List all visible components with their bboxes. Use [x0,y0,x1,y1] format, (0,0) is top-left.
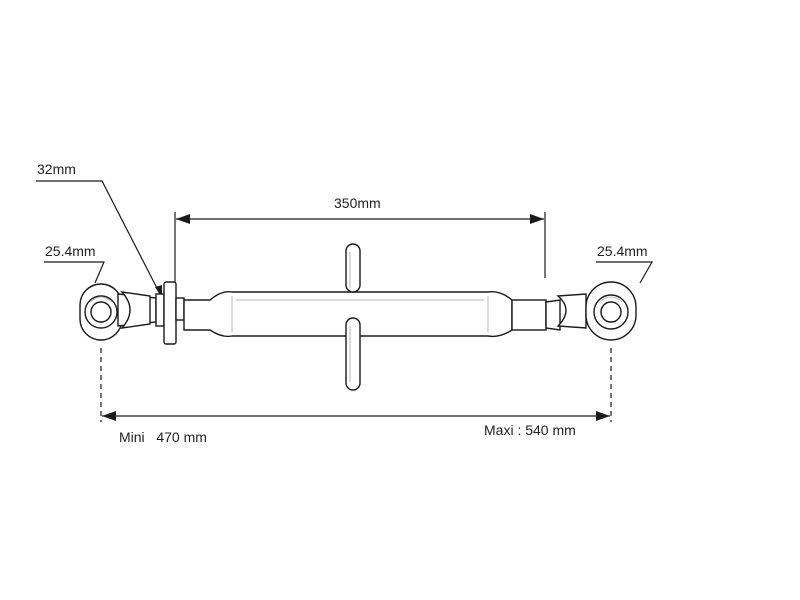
left-lock-flange [155,281,185,345]
flange-diameter-label: 32mm [37,161,76,177]
leader-right-25mm [596,261,654,284]
tube-length-label: 350mm [334,195,381,211]
min-length-label: Mini 470 mm [119,429,207,445]
tube-arrow-left [176,214,190,224]
left-ball-diameter-label: 25.4mm [45,243,96,259]
max-length-label: Maxi : 540 mm [484,422,576,438]
overall-arrow-left [102,411,116,421]
left-ball-joint [79,283,157,341]
right-ball-joint [556,281,637,341]
overall-arrow-right [596,411,610,421]
right-threaded-rod [511,299,561,331]
right-ball-diameter-label: 25.4mm [597,243,648,259]
leader-left-25mm [44,261,105,284]
leader-32mm [36,180,161,295]
central-tube [183,290,513,338]
tube-arrow-right [530,214,544,224]
adjusting-handle [345,243,361,391]
